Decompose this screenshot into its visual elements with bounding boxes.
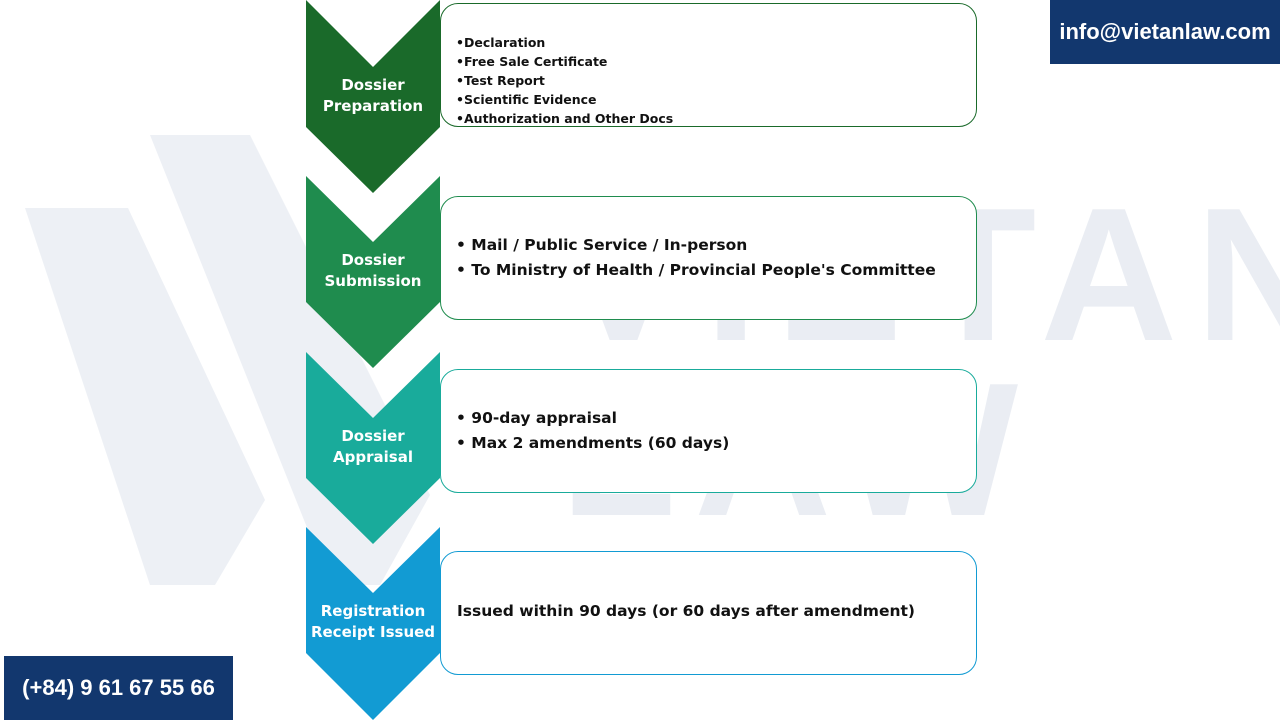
step-1-item: •Free Sale Certificate	[456, 54, 608, 69]
step-1-item: •Test Report	[456, 73, 545, 88]
step-4-box: Issued within 90 days (or 60 days after …	[440, 551, 977, 675]
step-4-chevron	[306, 527, 440, 720]
phone-badge[interactable]: (+84) 9 61 67 55 66	[4, 656, 233, 720]
step-1-item: •Declaration	[456, 35, 546, 50]
step-4-text: Issued within 90 days (or 60 days after …	[457, 602, 915, 620]
step-3-chevron	[306, 352, 440, 544]
step-1-box: •Declaration •Free Sale Certificate •Tes…	[440, 3, 977, 127]
step-1-item: •Scientific Evidence	[456, 92, 597, 107]
step-1-item: •Authorization and Other Docs	[456, 111, 674, 126]
step-3-box: • 90-day appraisal • Max 2 amendments (6…	[440, 369, 977, 493]
step-2-item: • To Ministry of Health / Provincial Peo…	[456, 261, 936, 279]
phone-text: (+84) 9 61 67 55 66	[22, 675, 215, 700]
email-text: info@vietanlaw.com	[1059, 19, 1271, 44]
step-2-item: • Mail / Public Service / In-person	[456, 236, 748, 254]
step-3-item: • 90-day appraisal	[456, 409, 617, 427]
email-badge[interactable]: info@vietanlaw.com	[1050, 0, 1280, 64]
step-3-item: • Max 2 amendments (60 days)	[456, 434, 730, 452]
step-2-chevron	[306, 176, 440, 368]
step-2-box: • Mail / Public Service / In-person • To…	[440, 196, 977, 320]
